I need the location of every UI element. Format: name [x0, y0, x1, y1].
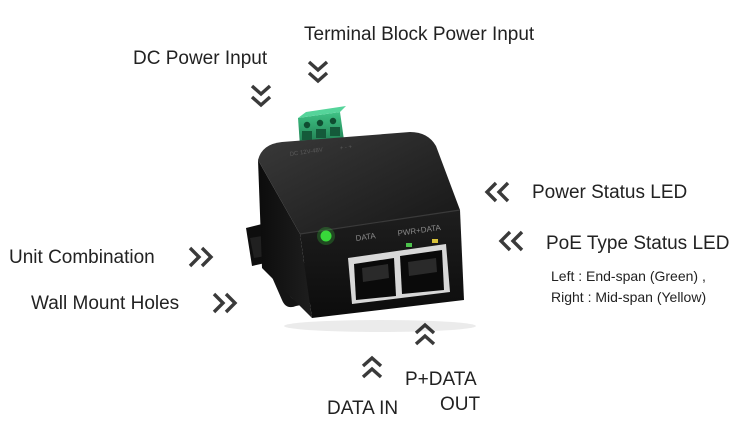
pdata-label-line1: P+DATA	[405, 369, 477, 390]
pdata-label-line2: OUT	[440, 394, 481, 415]
svg-text:+ - +: + - +	[339, 144, 353, 152]
poe-led-right	[432, 239, 438, 243]
port-left-label: DATA	[355, 231, 377, 243]
poe-led-label: PoE Type Status LED	[546, 233, 730, 254]
terminal-block-connector	[298, 106, 346, 146]
power-led-label: Power Status LED	[532, 182, 688, 203]
data-in-label: DATA IN	[327, 398, 399, 419]
power-led-indicator	[320, 230, 332, 242]
svg-text:DC 12V-48V: DC 12V-48V	[289, 147, 323, 158]
double-chevron-down-icon	[250, 84, 272, 108]
double-chevron-up-icon	[361, 355, 383, 379]
double-chevron-left-icon	[484, 181, 510, 203]
unit-combination-label: Unit Combination	[9, 247, 155, 268]
double-chevron-up-icon	[414, 322, 436, 346]
poe-right-note: Right : Mid-span (Yellow)	[551, 289, 707, 305]
dc-power-label: DC Power Input	[133, 48, 268, 69]
poe-led-left	[406, 243, 412, 247]
terminal-block-label: Terminal Block Power Input	[304, 24, 535, 45]
double-chevron-right-icon	[212, 292, 238, 314]
poe-left-note: Left : End-span (Green) ,	[551, 268, 706, 284]
double-chevron-left-icon	[498, 230, 524, 252]
wall-mount-label: Wall Mount Holes	[31, 293, 180, 314]
double-chevron-right-icon	[188, 246, 214, 268]
double-chevron-down-icon	[307, 60, 329, 84]
